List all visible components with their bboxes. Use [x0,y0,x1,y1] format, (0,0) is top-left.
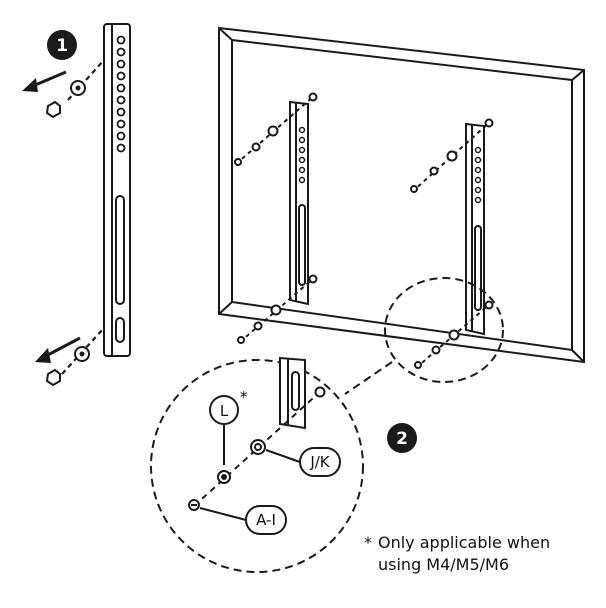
callout-asterisk: * [240,388,248,406]
nut-icon [45,100,61,119]
step-2-badge: 2 [387,423,417,453]
detail-zoom-circle [150,359,364,573]
step-1-bracket [103,23,131,357]
arrow-left-icon [22,78,38,92]
footnote-line-2: using M4/M5/M6 [378,555,509,574]
tv-bracket-right [465,122,485,336]
nut-icon [45,368,61,387]
detail-source-circle [384,277,504,383]
callout-washer-l: L * [209,388,248,465]
callout-spacer-jk: J/K [265,447,341,477]
callout-label-l: L [220,402,229,420]
detail-connector-line [344,361,393,395]
tv-bracket-left [289,100,309,306]
step-1-top-screw-assembly [22,59,105,119]
footnote-line-1: Only applicable when [378,533,550,552]
step-1-badge: 1 [47,30,77,60]
step-1-number: 1 [56,36,68,56]
tv-bracket-right-screws [410,118,494,369]
callout-label-jk: J/K [309,453,330,471]
detail-bracket [279,356,306,430]
tv-bracket-left-screws [234,92,318,344]
footnote-asterisk: * [364,533,372,552]
tv-back-panel [218,26,585,364]
step-1-bottom-screw-assembly [35,327,105,387]
callout-screw-ai: A-I [199,505,287,535]
footnote: * Only applicable when using M4/M5/M6 [364,533,550,574]
callout-label-ai: A-I [256,511,276,529]
detail-screw-assembly [188,386,326,511]
step-2-number: 2 [396,429,408,449]
arrow-left-icon [35,348,51,363]
